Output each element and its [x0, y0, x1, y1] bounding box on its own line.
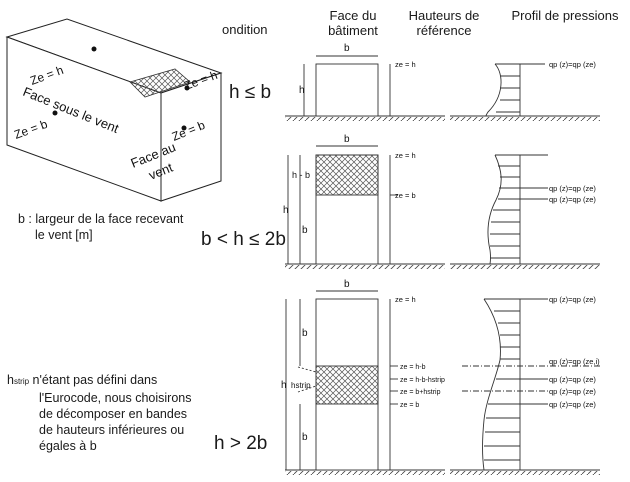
note-b: b : largeur de la face recevant le vent …: [18, 211, 218, 243]
note-b-line-2: le vent [m]: [35, 228, 93, 242]
d3-b-label: b: [344, 279, 350, 290]
d3-q-label-4: qp (z)=qp (ze): [549, 400, 596, 409]
d2-b2-label: b: [302, 225, 308, 236]
d3-b-bot-label: b: [302, 432, 308, 443]
note-strip: hstrip n'étant pas défini dans l'Eurocod…: [7, 372, 217, 454]
d1-ze-label: ze = h: [395, 60, 416, 69]
d3-q-label-0: qp (z)=qp (ze): [549, 295, 596, 304]
d3-ze-label-3: ze = b+hstrip: [400, 389, 441, 396]
d2-hb-label: h - b: [292, 170, 310, 180]
d1-b-label: b: [344, 43, 350, 54]
diagram-1: [285, 55, 600, 121]
d3-ze-label-4: ze = b: [400, 402, 419, 409]
d3-h-label: h: [281, 380, 287, 391]
note-strip-line-5: égales à b: [39, 439, 97, 453]
header-hauteurs-line-1: Hauteurs de: [408, 8, 480, 23]
header-face-line-2: bâtiment: [328, 23, 378, 38]
d3-q-label-2: qp (z)=qp (ze): [549, 375, 596, 384]
header-face-line-1: Face du: [329, 8, 377, 23]
iso-building: [5, 18, 223, 202]
note-strip-h: h: [7, 373, 14, 387]
condition-2: b < h ≤ 2b: [201, 229, 286, 250]
d3-ze-label-0: ze = h: [395, 295, 416, 304]
header-hauteurs: Hauteurs de référence: [402, 8, 486, 38]
d3-ze-label-2: ze = h-b-hstrip: [400, 377, 445, 384]
d2-h-label: h: [283, 205, 289, 216]
d2-ze-top-label: ze = h: [395, 151, 416, 160]
header-face: Face du bâtiment: [318, 8, 388, 38]
header-hauteurs-line-2: référence: [416, 23, 472, 38]
d3-b-top-label: b: [302, 328, 308, 339]
d1-h-label: h: [299, 85, 305, 96]
header-condition: ondition: [222, 22, 268, 37]
note-strip-line-2: l'Eurocode, nous choisirons: [39, 391, 192, 405]
condition-1: h ≤ b: [229, 82, 272, 103]
d3-q-label-1: qp (z)=qp (ze,i): [549, 357, 600, 366]
d2-q-top-label: qp (z)=qp (ze): [549, 184, 596, 193]
note-b-line-1: b : largeur de la face recevant: [18, 212, 184, 226]
d1-q-label: qp (z)=qp (ze): [549, 60, 596, 69]
note-strip-line-0: hstrip n'étant pas défini dans: [7, 372, 217, 390]
note-strip-line-4: de hauteurs inférieures ou: [39, 423, 185, 437]
d2-q-bot-label: qp (z)=qp (ze): [549, 195, 596, 204]
diagram-2: [285, 145, 600, 269]
diagram-3: [285, 290, 600, 475]
note-strip-sub: strip: [13, 377, 30, 386]
d3-ze-label-1: ze = h-b: [400, 364, 426, 371]
d3-q-label-3: qp (z)=qp (ze): [549, 387, 596, 396]
header-profil: Profil de pressions: [511, 8, 619, 23]
d3-hstrip-label: hstrip: [291, 381, 311, 390]
d2-b-label: b: [344, 134, 350, 145]
note-strip-line-1: n'étant pas défini dans: [29, 373, 158, 387]
condition-3: h > 2b: [214, 433, 268, 454]
note-strip-line-3: de décomposer en bandes: [39, 407, 188, 421]
d2-ze-bot-label: ze = b: [395, 191, 416, 200]
